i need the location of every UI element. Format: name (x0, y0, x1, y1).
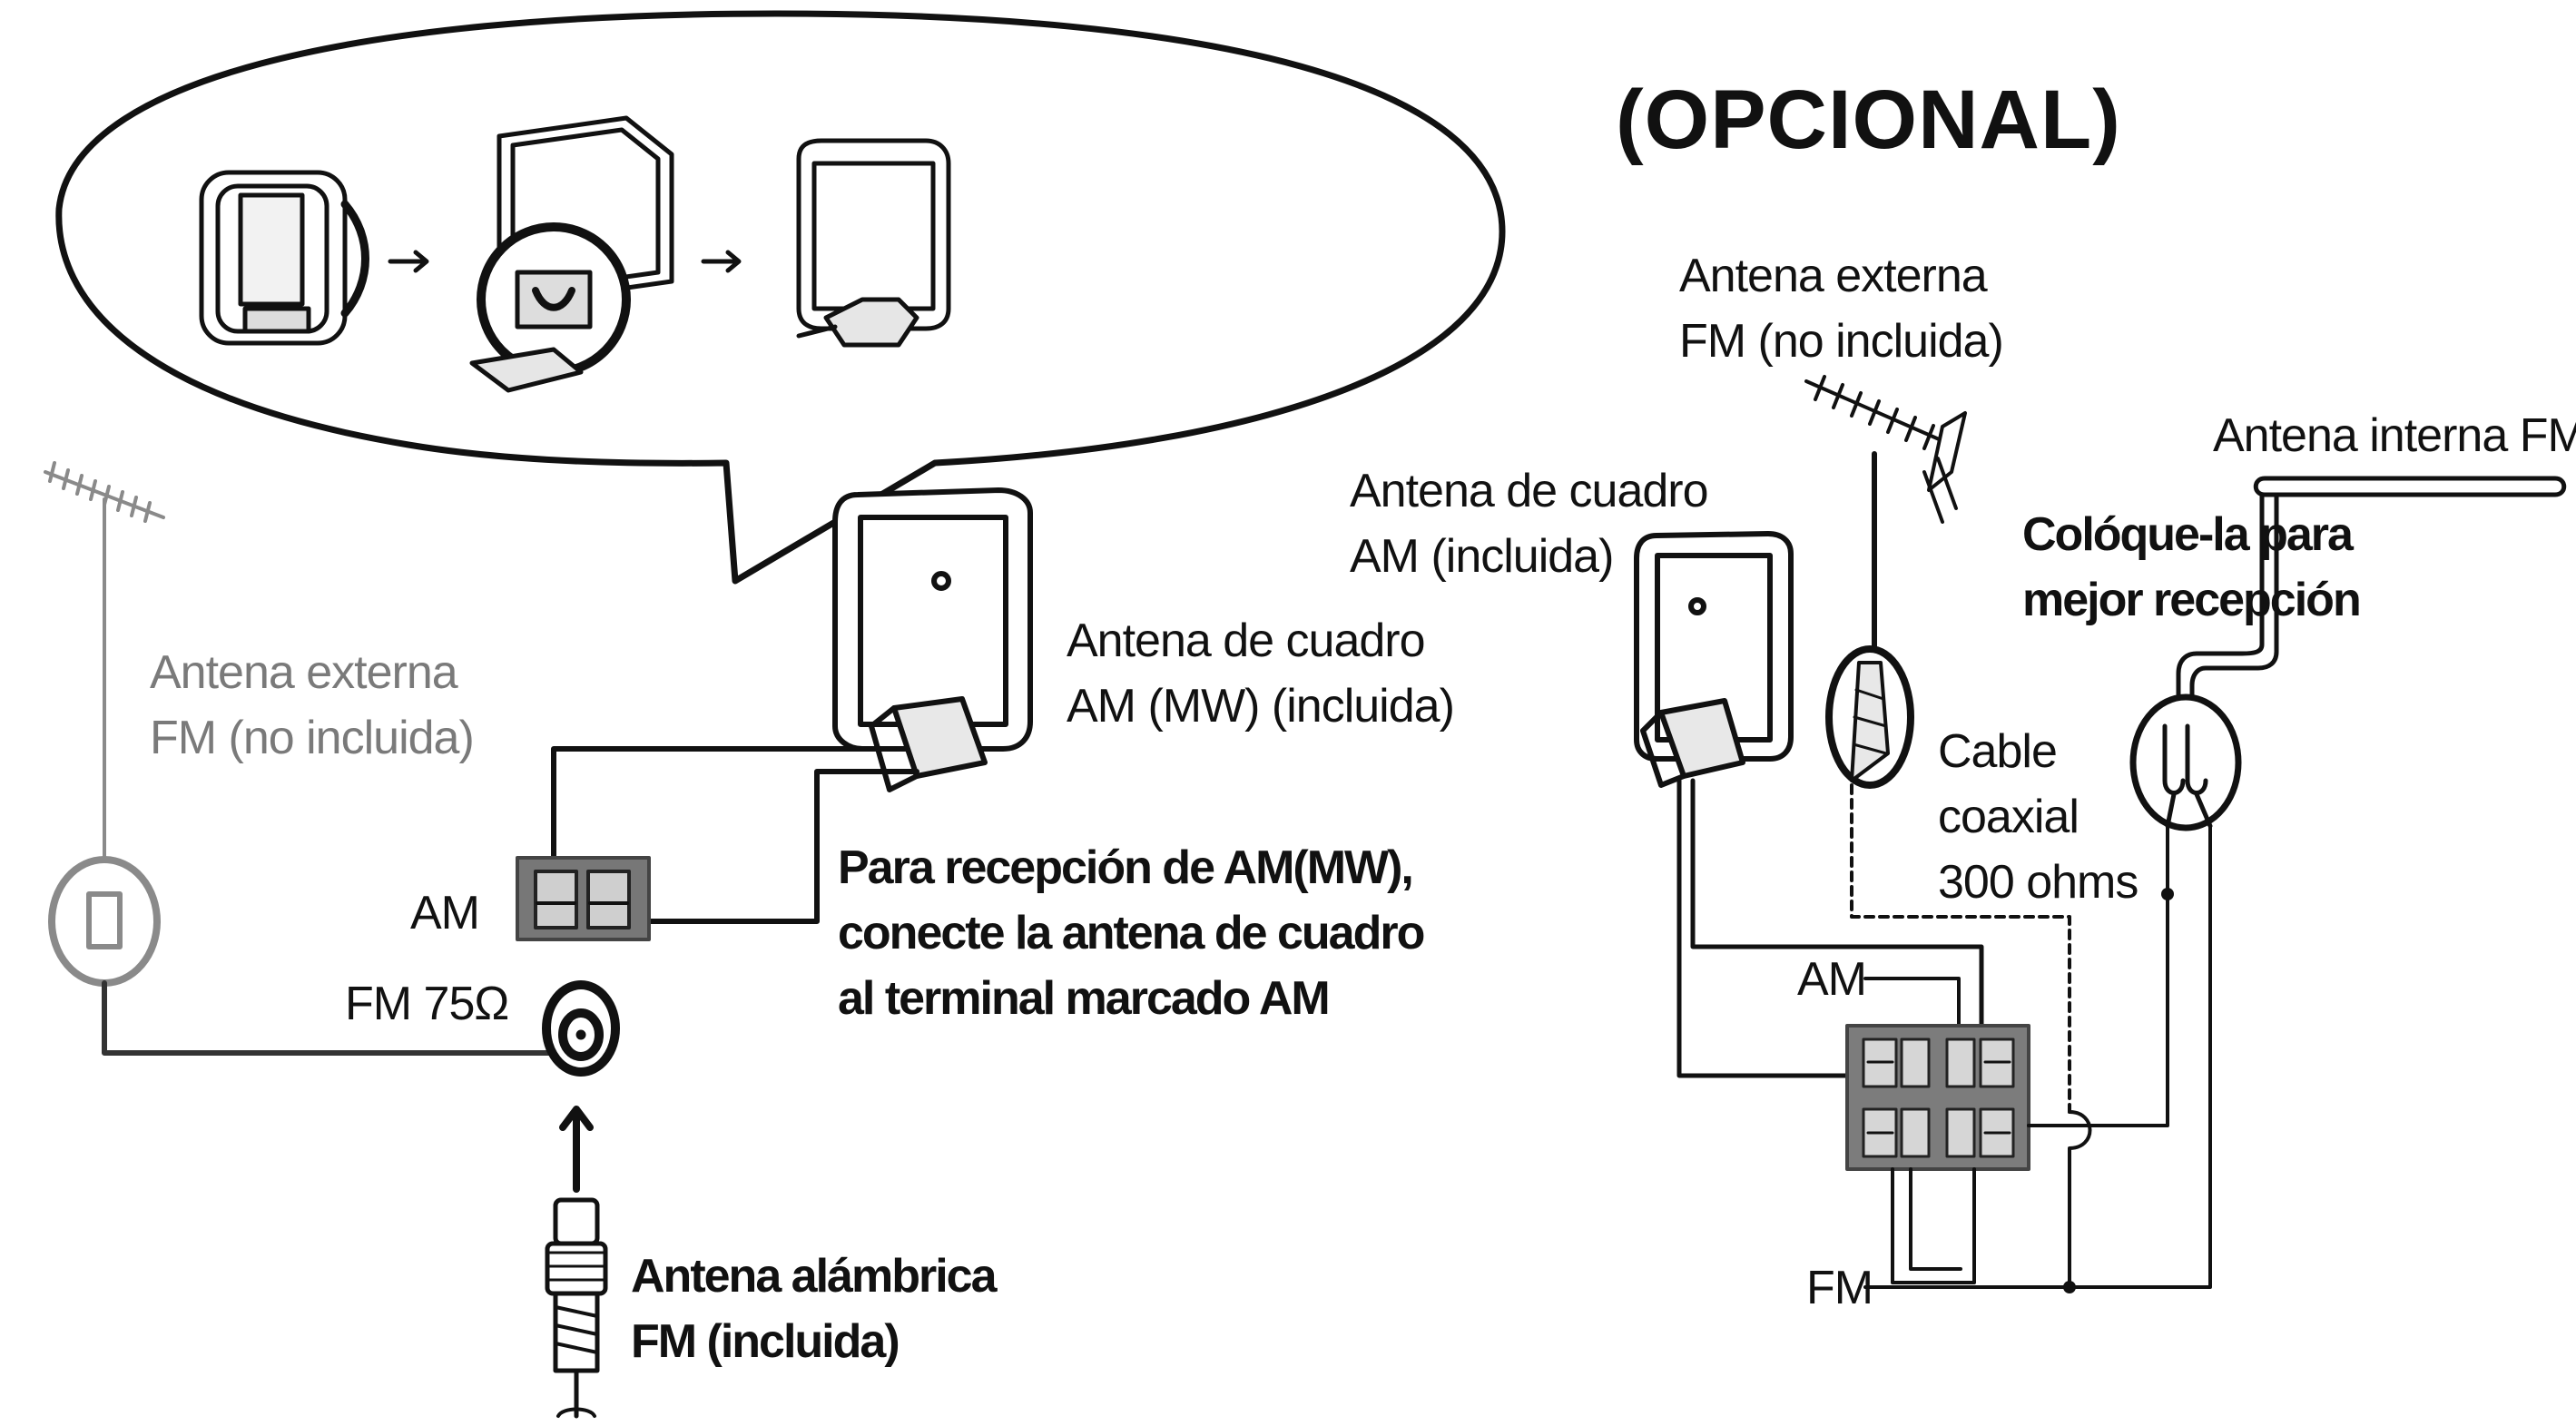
label-line: AM (MW) (incluida) (1067, 680, 1455, 733)
am-loop-antenna-right-icon (1634, 531, 1794, 788)
assembly-callout-bubble (55, 10, 1506, 585)
label-line: FM (incluida) (631, 1315, 900, 1368)
label-line: Antena externa (1679, 250, 1988, 302)
note-line: conecte la antena de cuadro (838, 907, 1425, 959)
left-am-loop-antenna-label: Antena de cuadro AM (MW) (incluida) (1067, 608, 1455, 739)
junction-dot-2 (2063, 1281, 2076, 1293)
label-line: Antena externa (150, 646, 458, 699)
indoor-antenna-feed (2027, 824, 2169, 1127)
right-external-fm-antenna-label: Antena externa FM (no incluida) (1679, 243, 2004, 374)
label-line: Antena alámbrica (631, 1250, 997, 1303)
right-am-loop-antenna-label: Antena de cuadro AM (incluida) (1350, 458, 1709, 589)
fm-wire-right-a (1891, 1167, 1976, 1284)
fm-wire-antenna-label: Antena alámbrica FM (incluida) (631, 1244, 997, 1374)
am-loop-antenna-icon (832, 487, 1033, 792)
label-line: FM (no incluida) (150, 712, 475, 764)
step-arrow-1-icon (388, 250, 429, 273)
right-am-terminal-label: AM (1797, 953, 1867, 1006)
note-line: Para recepción de AM(MW), (838, 841, 1414, 894)
assembly-step-3-icon (796, 138, 951, 348)
label-line: Antena de cuadro (1350, 465, 1709, 517)
assembly-step-2-icon (469, 115, 674, 393)
note-line: al terminal marcado AM (838, 972, 1331, 1025)
external-fm-yagi-antenna-icon (1804, 375, 1967, 656)
indoor-fm-antenna-label: Antena interna FM (2213, 409, 2576, 462)
am-wire-b (633, 769, 919, 924)
label-line: FM (no incluida) (1679, 315, 2004, 368)
antenna-terminal-block (1845, 1024, 2030, 1171)
left-fm-terminal-label: FM 75Ω (345, 978, 509, 1030)
am-wire-right-b (1690, 778, 1984, 1028)
external-antenna-cable (102, 980, 565, 1056)
placement-note: Colóque-la para mejor recepción (2022, 502, 2362, 633)
note-line: mejor recepción (2022, 574, 2362, 626)
assembly-step-1-icon (199, 170, 369, 346)
note-line: Colóque-la para (2022, 508, 2354, 561)
label-line: Cable (1938, 725, 2058, 778)
external-fm-antenna-icon (44, 461, 165, 910)
connection-arrow-icon (559, 1106, 594, 1193)
fm-adapter-icon (48, 856, 161, 987)
right-fm-terminal-label: FM (1806, 1262, 1873, 1314)
fm-wire-antenna-plug-icon (545, 1197, 608, 1419)
coax-cable-icon (1825, 645, 1914, 789)
am-terminal-block (516, 856, 651, 941)
label-line: 300 ohms (1938, 856, 2138, 909)
junction-dot-1 (2161, 888, 2174, 900)
label-line: Antena de cuadro (1067, 615, 1426, 667)
label-line: coaxial (1938, 791, 2079, 843)
am-instruction-note: Para recepción de AM(MW), conecte la ant… (838, 835, 1425, 1031)
am-wire-a (551, 746, 897, 897)
am-label-leader (1863, 977, 1961, 1028)
fm-75-ohm-socket (542, 980, 620, 1077)
coax-cable-label: Cable coaxial 300 ohms (1938, 719, 2138, 915)
fm-wire-right-b (1909, 1167, 1962, 1271)
left-am-terminal-label: AM (410, 887, 480, 939)
am-wire-right-a (1676, 778, 1863, 1078)
coax-dashed-line (1850, 783, 2071, 1114)
left-external-fm-antenna-label: Antena externa FM (no incluida) (150, 640, 475, 771)
indoor-fm-antenna-icon (2129, 476, 2567, 831)
label-line: AM (incluida) (1350, 530, 1614, 583)
optional-title: (OPCIONAL) (1616, 74, 2121, 166)
step-arrow-2-icon (701, 250, 742, 273)
